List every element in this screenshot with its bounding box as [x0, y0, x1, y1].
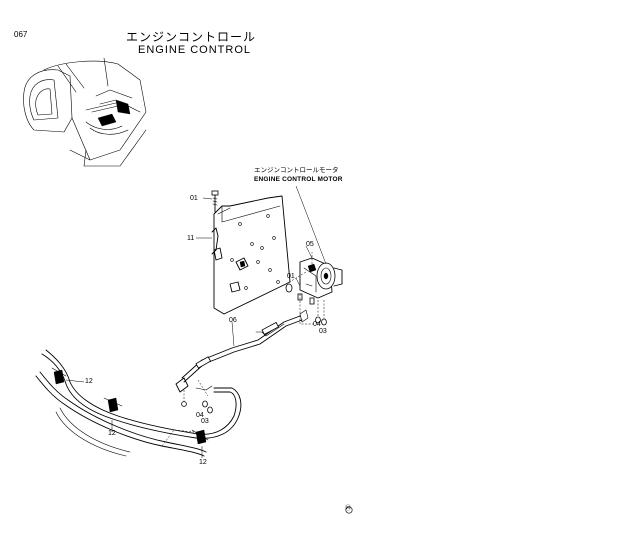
- part-label-12-upper: 12: [85, 378, 93, 385]
- control-cable: [175, 309, 309, 414]
- part-label-03-lower: 03: [201, 418, 209, 425]
- motor-label-en: ENGINE CONTROL MOTOR: [254, 176, 343, 183]
- motor-label-jp: エンジンコントロールモータ: [254, 166, 339, 174]
- part-label-01-top: 01: [190, 195, 198, 202]
- part-label-04-motor: 04: [313, 321, 321, 328]
- part-label-12-middle: 12: [108, 430, 116, 437]
- part-label-06: 06: [229, 317, 237, 324]
- part-label-05: 05: [306, 241, 314, 248]
- page-number: 067: [14, 30, 28, 39]
- part-label-01-motor: 01: [287, 273, 295, 280]
- part-label-04-lower: 04: [196, 412, 204, 419]
- engine-control-motor: [297, 252, 343, 326]
- page-title-jp: エンジンコントロール: [126, 30, 257, 44]
- part-label-12-lower: 12: [199, 459, 207, 466]
- excavator-thumbnail: [23, 57, 147, 167]
- footer-mark-circle: [345, 506, 353, 514]
- cable-harness: [35, 349, 242, 457]
- leader-lines: [65, 185, 327, 458]
- page-title-en: ENGINE CONTROL: [138, 44, 252, 56]
- footer-mark: Ⓜ: [345, 505, 352, 512]
- part-label-03-motor: 03: [319, 328, 327, 335]
- bracket-plate: [211, 190, 307, 315]
- part-label-11: 11: [187, 235, 195, 242]
